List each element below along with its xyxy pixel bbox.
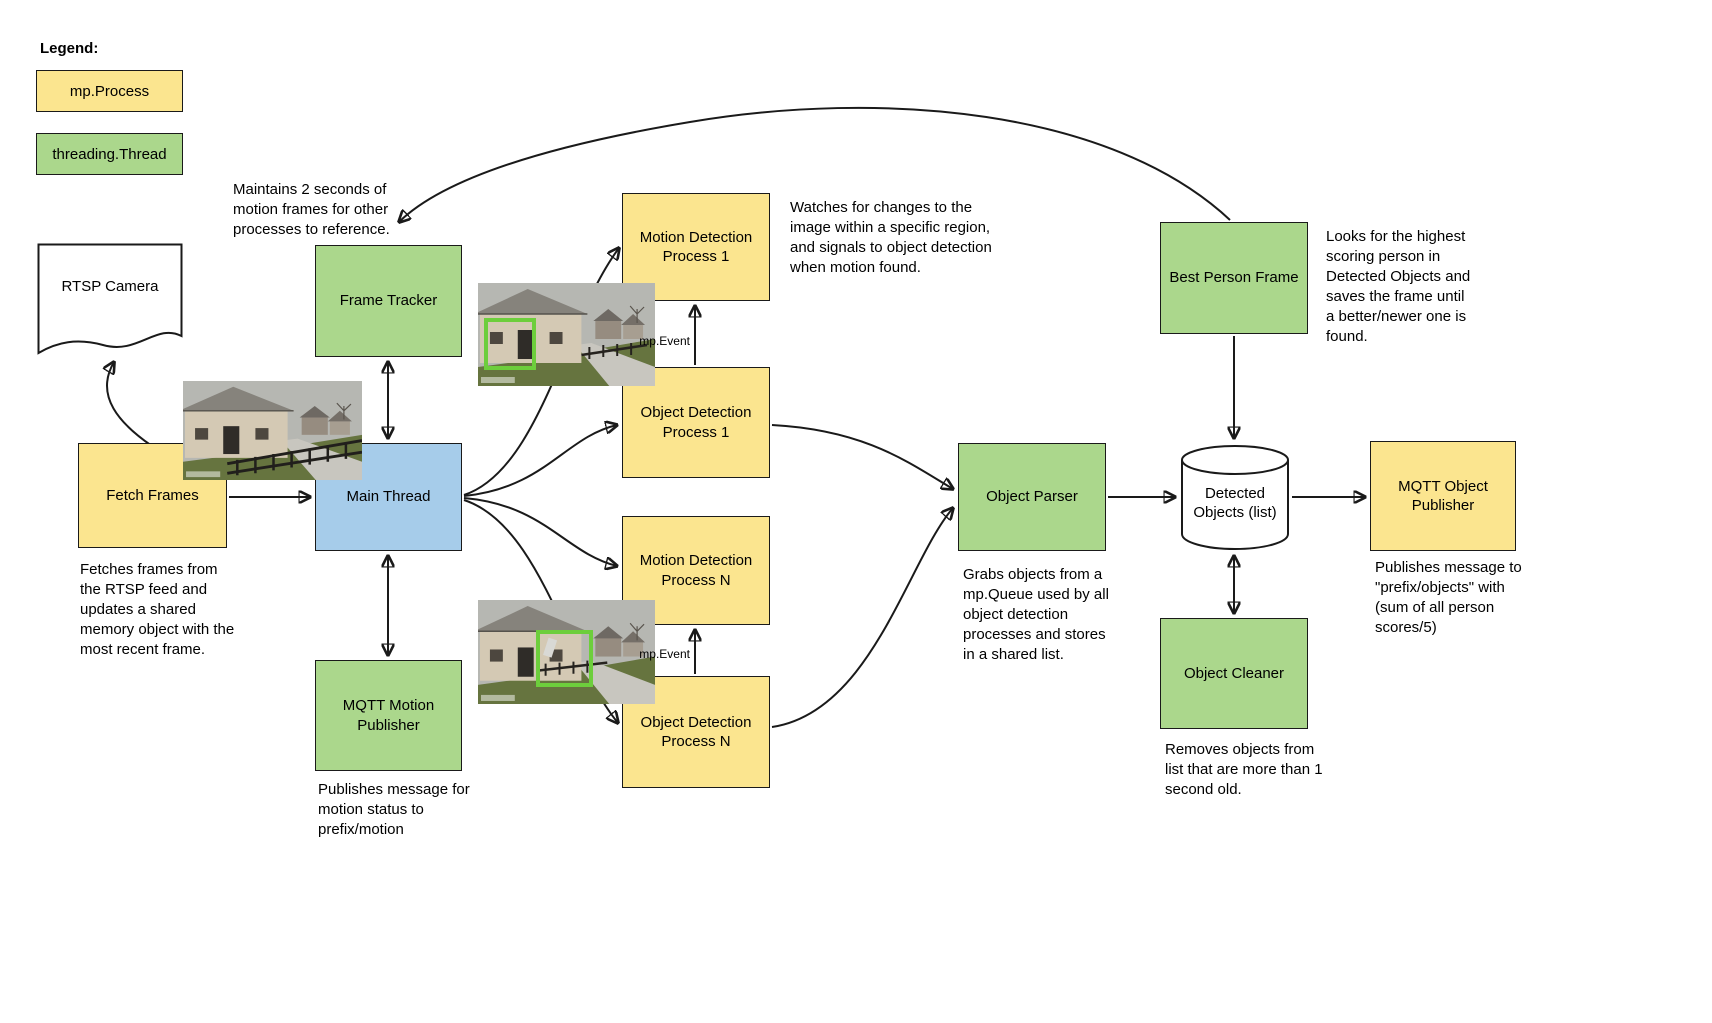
node-frame-tracker: Frame Tracker	[315, 245, 462, 357]
note-mqtt-object-publisher: Publishes message to "prefix/objects" wi…	[1375, 559, 1522, 636]
camera-frame-thumbnail-1	[183, 381, 362, 480]
node-best-person-frame: Best Person Frame	[1160, 222, 1308, 334]
arrow-main-to-object-1	[463, 425, 617, 497]
legend-item-label: threading.Thread	[52, 145, 167, 163]
node-detected-objects	[1180, 443, 1290, 551]
arrow-fetch-to-rtsp	[107, 362, 153, 447]
motion-region-box	[536, 630, 593, 687]
database-cylinder-shape	[1181, 445, 1289, 551]
node-object-cleaner: Object Cleaner	[1160, 618, 1308, 729]
node-detected-objects-label: Detected Objects (list)	[1193, 484, 1277, 522]
note-mqtt-motion-publisher: Publishes message for motion status to p…	[318, 781, 470, 838]
node-rtsp-camera	[37, 243, 183, 355]
node-object-parser: Object Parser	[958, 443, 1106, 551]
note-object-parser: Grabs objects from a mp.Queue used by al…	[963, 566, 1109, 663]
legend-title: Legend:	[40, 40, 99, 57]
camera-frame-thumbnail-3	[478, 600, 655, 704]
arrow-best-person-to-frame-tracker	[399, 106, 1231, 222]
edge-label-mp-event-1: mp.Event	[639, 334, 690, 348]
camera-frame-thumbnail-2	[478, 283, 655, 386]
legend-item-label: mp.Process	[69, 82, 150, 100]
node-mqtt-object-publisher: MQTT Object Publisher	[1370, 441, 1516, 551]
note-frame-tracker: Maintains 2 seconds of motion frames for…	[233, 181, 390, 238]
arrow-main-to-motion-n	[463, 497, 617, 566]
note-fetch-frames: Fetches frames from the RTSP feed and up…	[80, 561, 235, 658]
legend-item-mp-process: mp.Process	[36, 70, 183, 112]
arrow-objectn-to-parser	[771, 508, 953, 728]
note-object-cleaner: Removes objects from list that are more …	[1165, 741, 1323, 798]
arrow-main-to-motion-1	[463, 248, 619, 496]
edge-label-mp-event-n: mp.Event	[639, 647, 690, 661]
note-best-person-frame: Looks for the highest scoring person in …	[1326, 228, 1471, 345]
node-mqtt-motion-publisher: MQTT Motion Publisher	[315, 660, 462, 771]
document-shape	[37, 243, 183, 355]
legend-item-threading-thread: threading.Thread	[36, 133, 183, 175]
node-rtsp-camera-label: RTSP Camera	[61, 278, 159, 296]
note-motion-detection: Watches for changes to the image within …	[790, 199, 992, 276]
arrow-object1-to-parser	[771, 424, 953, 489]
node-main-thread: Main Thread	[315, 443, 462, 551]
motion-region-box	[484, 318, 536, 370]
